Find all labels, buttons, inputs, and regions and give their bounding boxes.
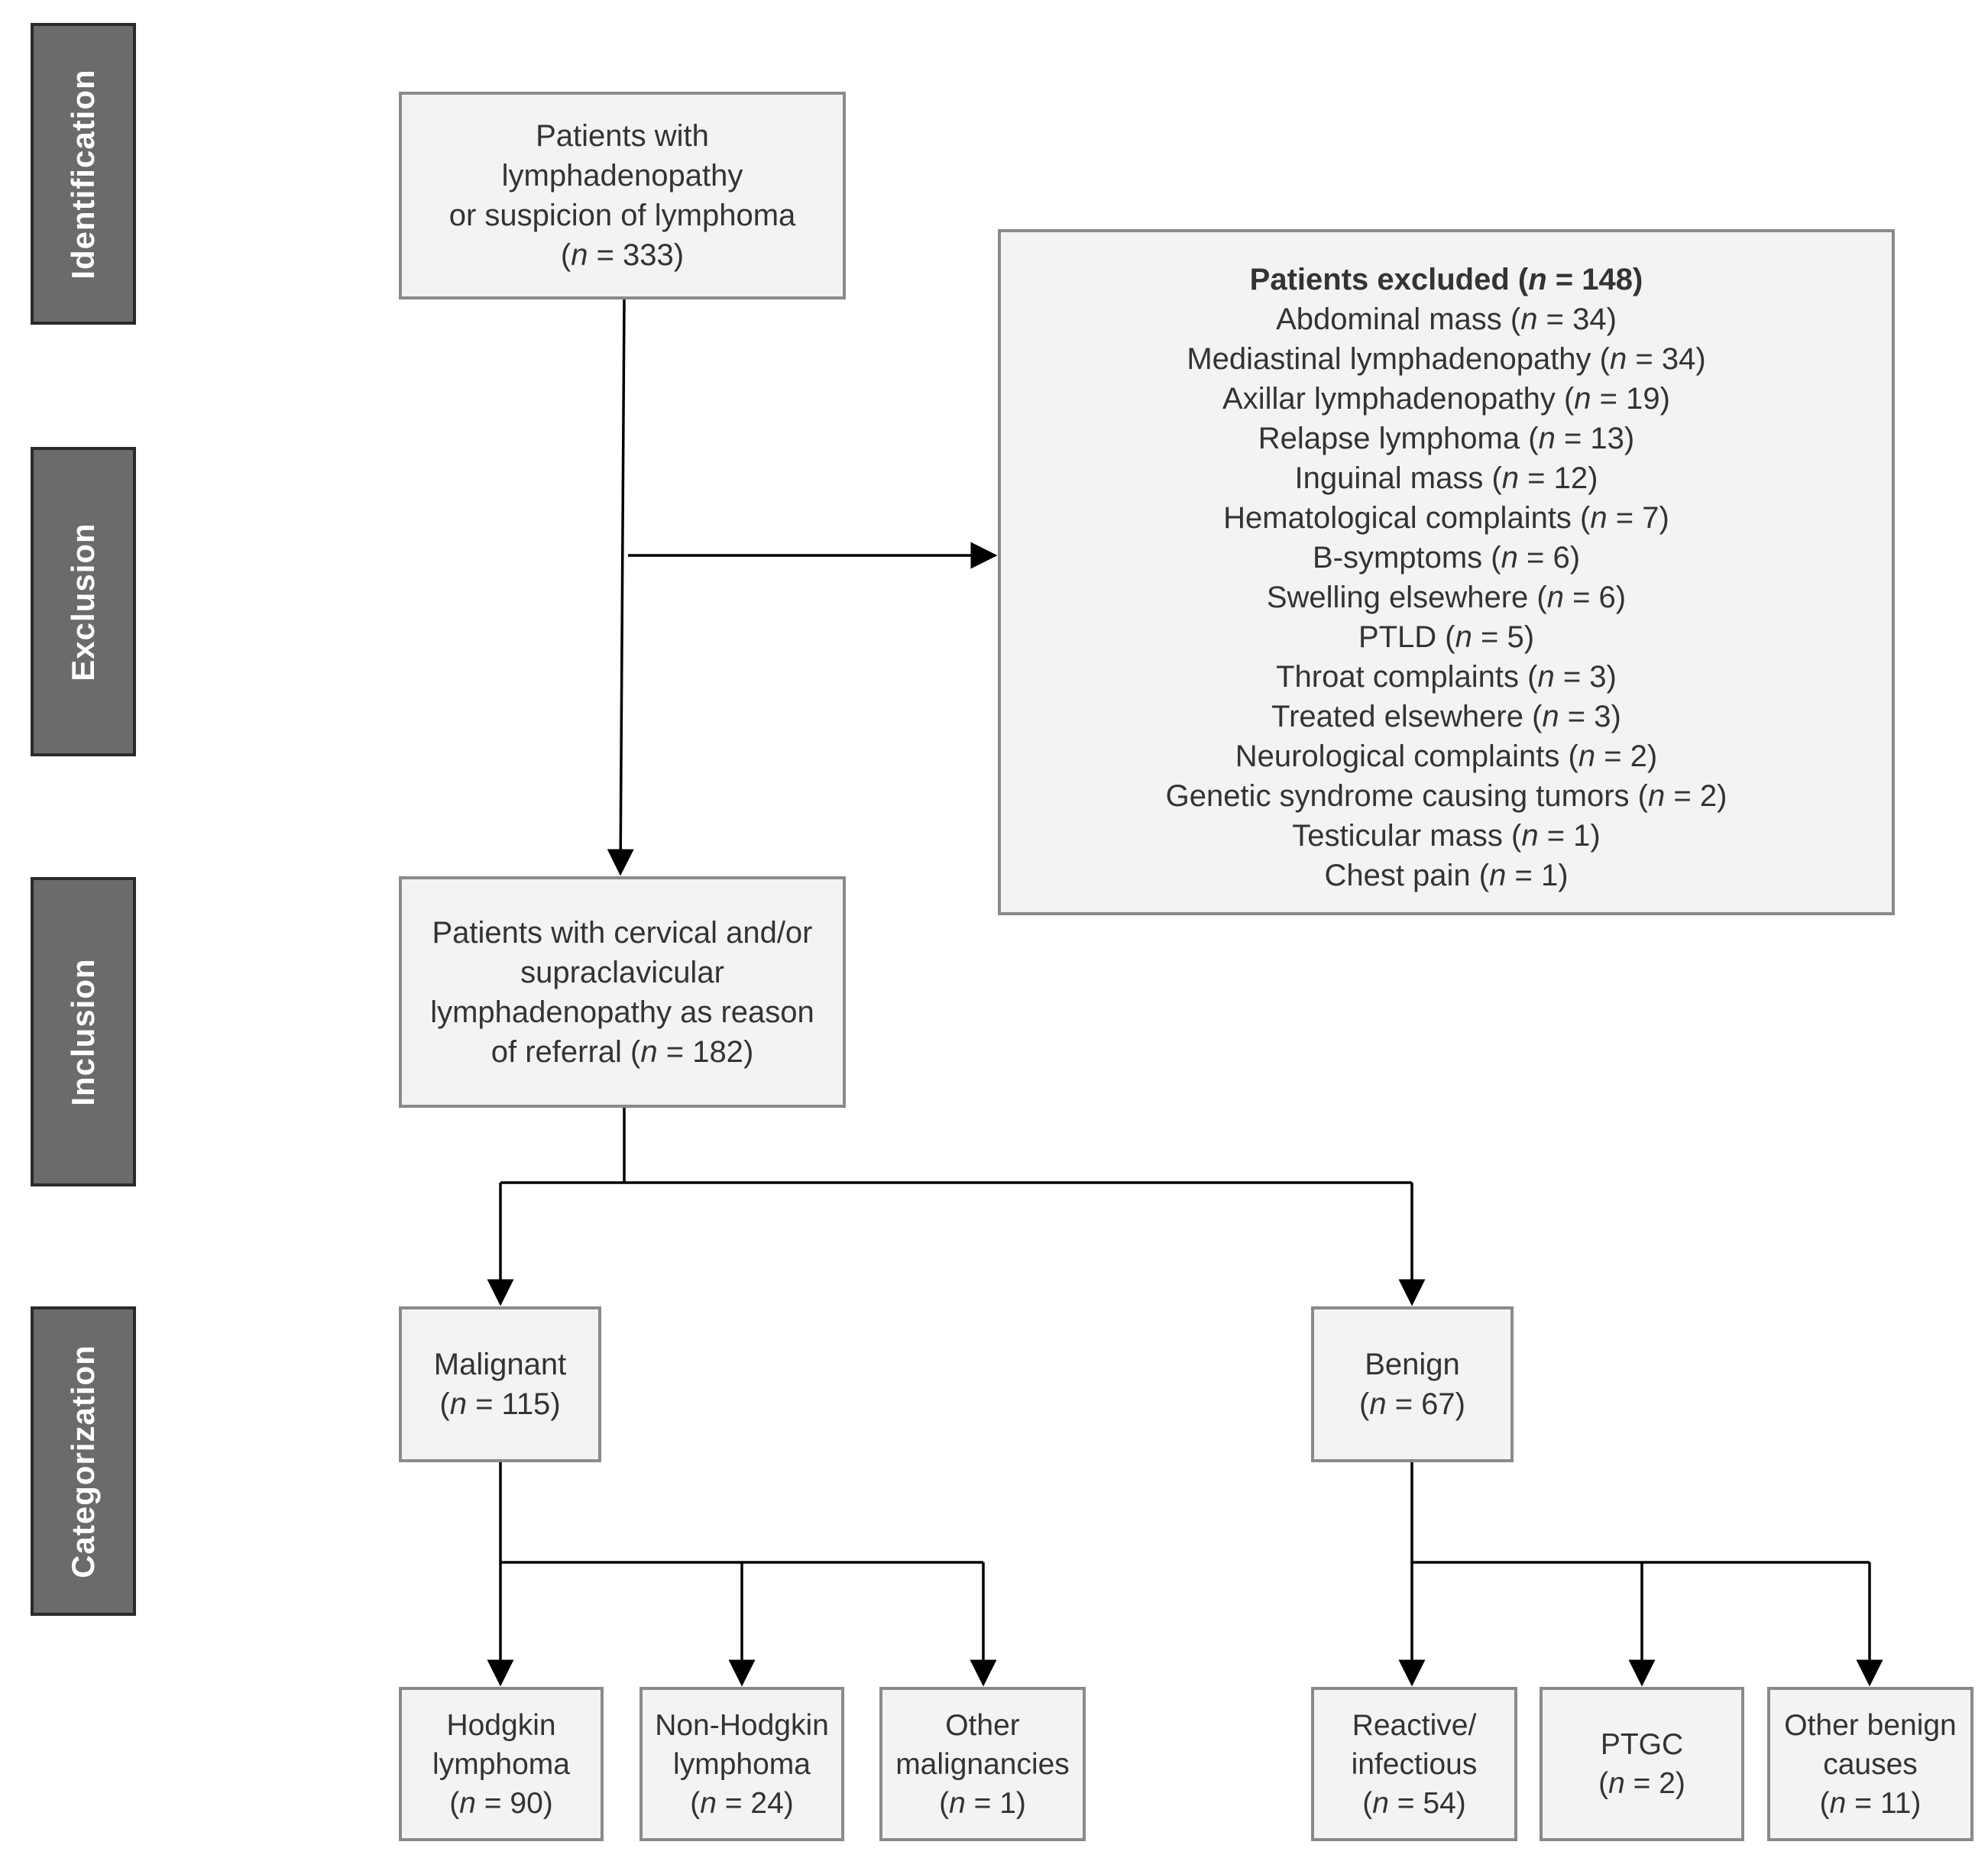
excluded-reason-item: PTLD (n = 5) xyxy=(1358,620,1535,654)
box-count: (n = 54) xyxy=(1362,1786,1466,1820)
box-count: (n = 67) xyxy=(1359,1387,1465,1421)
malignant-box: Malignant (n = 115) xyxy=(399,1306,601,1462)
excluded-reason-item: Axillar lymphadenopathy (n = 19) xyxy=(1222,382,1670,416)
excluded-reason-item: Neurological complaints (n = 2) xyxy=(1235,740,1658,773)
hodgkin-box: Hodgkin lymphoma (n = 90) xyxy=(399,1687,604,1841)
excluded-reason-item: Inguinal mass (n = 12) xyxy=(1294,461,1598,495)
box-line: Reactive/ xyxy=(1352,1708,1477,1742)
excluded-reason-item: Treated elsewhere (n = 3) xyxy=(1271,700,1621,733)
box-count: (n = 1) xyxy=(939,1786,1026,1820)
box-line: supraclavicular xyxy=(520,955,724,989)
box-count: (n = 11) xyxy=(1819,1786,1922,1820)
box-line: or suspicion of lymphoma xyxy=(448,199,796,232)
stage-label: Exclusion xyxy=(65,522,101,681)
box-line: Benign xyxy=(1365,1348,1460,1381)
reactive-box: Reactive/ infectious (n = 54) xyxy=(1311,1687,1517,1841)
identification-box: Patients with lymphadenopathy or suspici… xyxy=(399,92,846,299)
excluded-reason-item: Swelling elsewhere (n = 6) xyxy=(1266,581,1627,614)
arrow-identification-to-inclusion xyxy=(607,299,634,876)
box-count: (n = 2) xyxy=(1598,1767,1685,1800)
excluded-reason-item: Hematological complaints (n = 7) xyxy=(1223,501,1669,535)
excluded-reason-item: B-symptoms (n = 6) xyxy=(1312,541,1581,575)
excluded-reason-item: Genetic syndrome causing tumors (n = 2) xyxy=(1165,779,1727,813)
excluded-box: Patients excluded (n = 148) Abdominal ma… xyxy=(998,229,1895,915)
excluded-reason-item: Relapse lymphoma (n = 13) xyxy=(1258,422,1635,455)
non-hodgkin-box: Non-Hodgkin lymphoma (n = 24) xyxy=(639,1687,844,1841)
box-line: Malignant xyxy=(433,1348,567,1381)
box-line: lymphoma xyxy=(673,1747,811,1781)
other-benign-box: Other benign causes (n = 11) xyxy=(1767,1687,1973,1841)
stage-label: Identification xyxy=(65,68,101,280)
excluded-title: Patients excluded (n = 148) xyxy=(1249,263,1643,296)
box-line: lymphadenopathy xyxy=(501,159,743,193)
box-line: of referral (n = 182) xyxy=(491,1034,754,1069)
excluded-reason-item: Chest pain (n = 1) xyxy=(1324,859,1569,892)
stage-identification: Identification xyxy=(31,23,136,325)
inclusion-box: Patients with cervical and/or supraclavi… xyxy=(399,876,846,1108)
benign-box: Benign (n = 67) xyxy=(1311,1306,1514,1462)
box-line: Other xyxy=(945,1708,1020,1742)
stage-label: Inclusion xyxy=(65,957,101,1106)
box-count: (n = 333) xyxy=(560,238,685,272)
box-line: PTGC xyxy=(1600,1728,1684,1761)
box-line: malignancies xyxy=(895,1747,1070,1781)
excluded-reason-item: Abdominal mass (n = 34) xyxy=(1276,303,1617,336)
box-line: Patients with cervical and/or xyxy=(432,915,813,950)
excluded-reason-item: Throat complaints (n = 3) xyxy=(1276,660,1617,694)
box-line: lymphadenopathy as reason xyxy=(430,995,814,1029)
box-count: (n = 115) xyxy=(439,1387,561,1421)
stage-label: Categorization xyxy=(65,1344,101,1578)
ptgc-box: PTGC (n = 2) xyxy=(1540,1687,1744,1841)
other-malignancies-box: Other malignancies (n = 1) xyxy=(879,1687,1086,1841)
stage-inclusion: Inclusion xyxy=(31,877,136,1186)
box-count: (n = 90) xyxy=(449,1786,553,1820)
box-line: Other benign xyxy=(1784,1708,1957,1742)
box-count: (n = 24) xyxy=(690,1786,794,1820)
excluded-reason-item: Testicular mass (n = 1) xyxy=(1292,819,1601,853)
stage-categorization: Categorization xyxy=(31,1306,136,1616)
box-line: Non-Hodgkin xyxy=(655,1708,829,1742)
excluded-reason-item: Mediastinal lymphadenopathy (n = 34) xyxy=(1187,342,1706,376)
box-line: lymphoma xyxy=(432,1747,570,1781)
box-line: Hodgkin xyxy=(446,1708,556,1742)
stage-exclusion: Exclusion xyxy=(31,447,136,756)
box-line: infectious xyxy=(1351,1747,1478,1781)
box-line: Patients with xyxy=(536,119,709,153)
box-line: causes xyxy=(1823,1747,1918,1781)
excluded-list: Abdominal mass (n = 34) Mediastinal lymph… xyxy=(1166,299,1727,895)
